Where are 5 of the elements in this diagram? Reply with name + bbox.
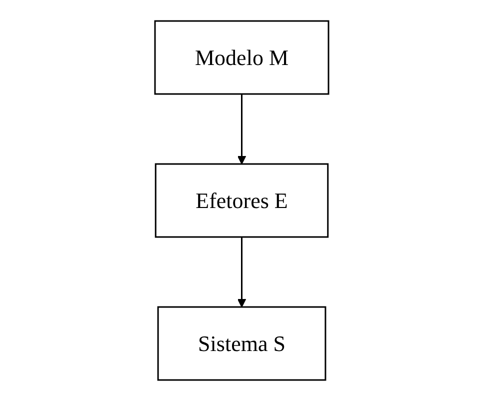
- node-box: Sistema S: [157, 306, 326, 381]
- node-box: Efetores E: [154, 163, 328, 238]
- arrow: [237, 94, 246, 164]
- arrow: [237, 237, 246, 308]
- node-box: Modelo M: [154, 20, 329, 95]
